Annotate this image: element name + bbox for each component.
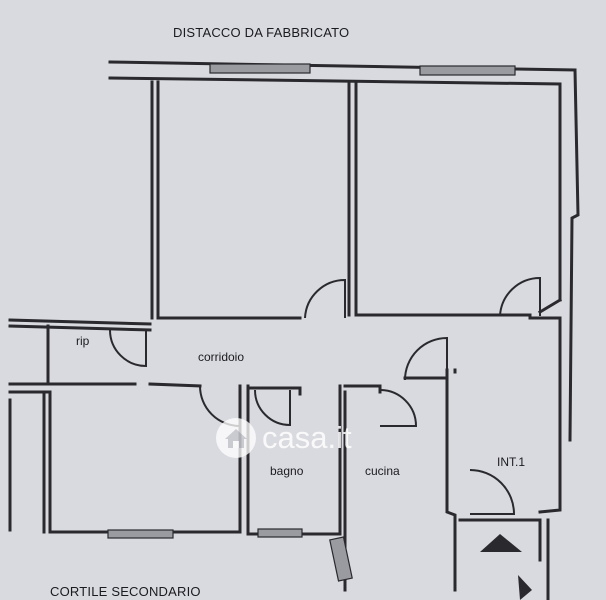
stair-arrow-side: [518, 575, 532, 600]
door-swing-rip: [109, 329, 147, 368]
door-swing-upper-right: [499, 276, 541, 317]
door-swing-upper-mid: [304, 278, 346, 319]
exterior-wall-right: [568, 68, 580, 442]
room-label-cucina: cucina: [365, 464, 400, 478]
watermark-text: casa.it: [262, 420, 352, 455]
door-swing-cucina: [379, 389, 418, 427]
window-top-right: [419, 65, 516, 76]
room-label-bagno: bagno: [270, 464, 304, 478]
stair-arrow-up: [480, 534, 522, 552]
room-label-int1: INT.1: [497, 455, 526, 469]
window-top-left: [209, 63, 311, 74]
window-side: [329, 536, 353, 582]
door-swing-bagno: [254, 389, 291, 427]
corridor-wall-bottom: [148, 382, 202, 388]
corridor-wall-top: [8, 318, 152, 326]
plan-title-bottom: CORTILE SECONDARIO: [50, 584, 201, 599]
door-swing-int: [404, 336, 448, 381]
door-swing-entrance: [469, 469, 516, 515]
window-bottom-mid: [257, 528, 303, 538]
plan-title-top: DISTACCO DA FABBRICATO: [173, 25, 350, 40]
room-label-corridoio: corridoio: [198, 350, 245, 364]
window-bottom-left: [107, 529, 174, 539]
watermark: casa.it: [214, 416, 352, 460]
house-icon: [216, 418, 256, 458]
room-upper-left: [156, 80, 302, 320]
exterior-wall-top-inner: [108, 76, 562, 86]
room-lower-left: [48, 390, 242, 534]
room-label-rip: rip: [76, 334, 90, 348]
